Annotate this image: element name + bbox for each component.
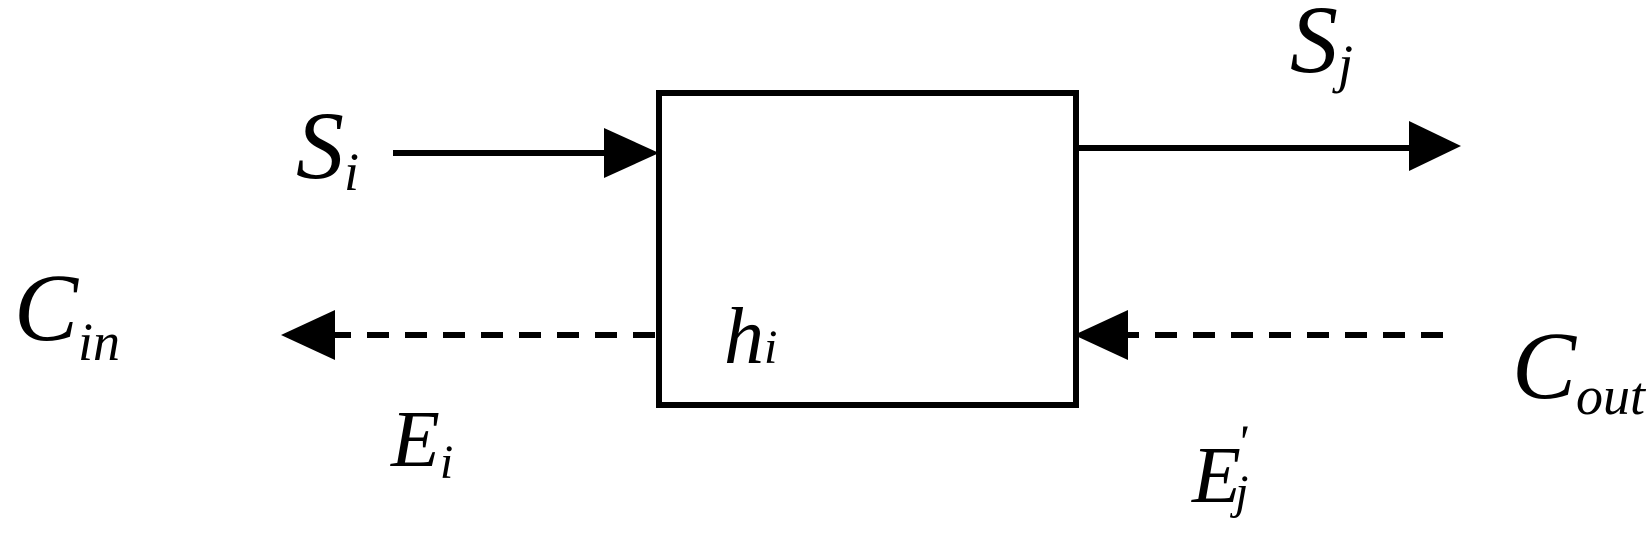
e-j-arrow: [1074, 310, 1443, 360]
process-box: [656, 90, 1079, 408]
label-c-out: Cout: [1512, 312, 1647, 426]
label-h: hi: [724, 293, 777, 381]
label-c-in: Cin: [14, 254, 120, 372]
label-e-j: E'j: [1191, 416, 1248, 520]
label-s-in: Si: [296, 92, 359, 202]
s-out-arrow: [1076, 121, 1461, 171]
e-i-arrow: [281, 310, 655, 360]
label-e-i: Ei: [390, 396, 453, 489]
s-in-arrow: [393, 128, 659, 178]
label-s-out: Sj: [1290, 0, 1353, 94]
